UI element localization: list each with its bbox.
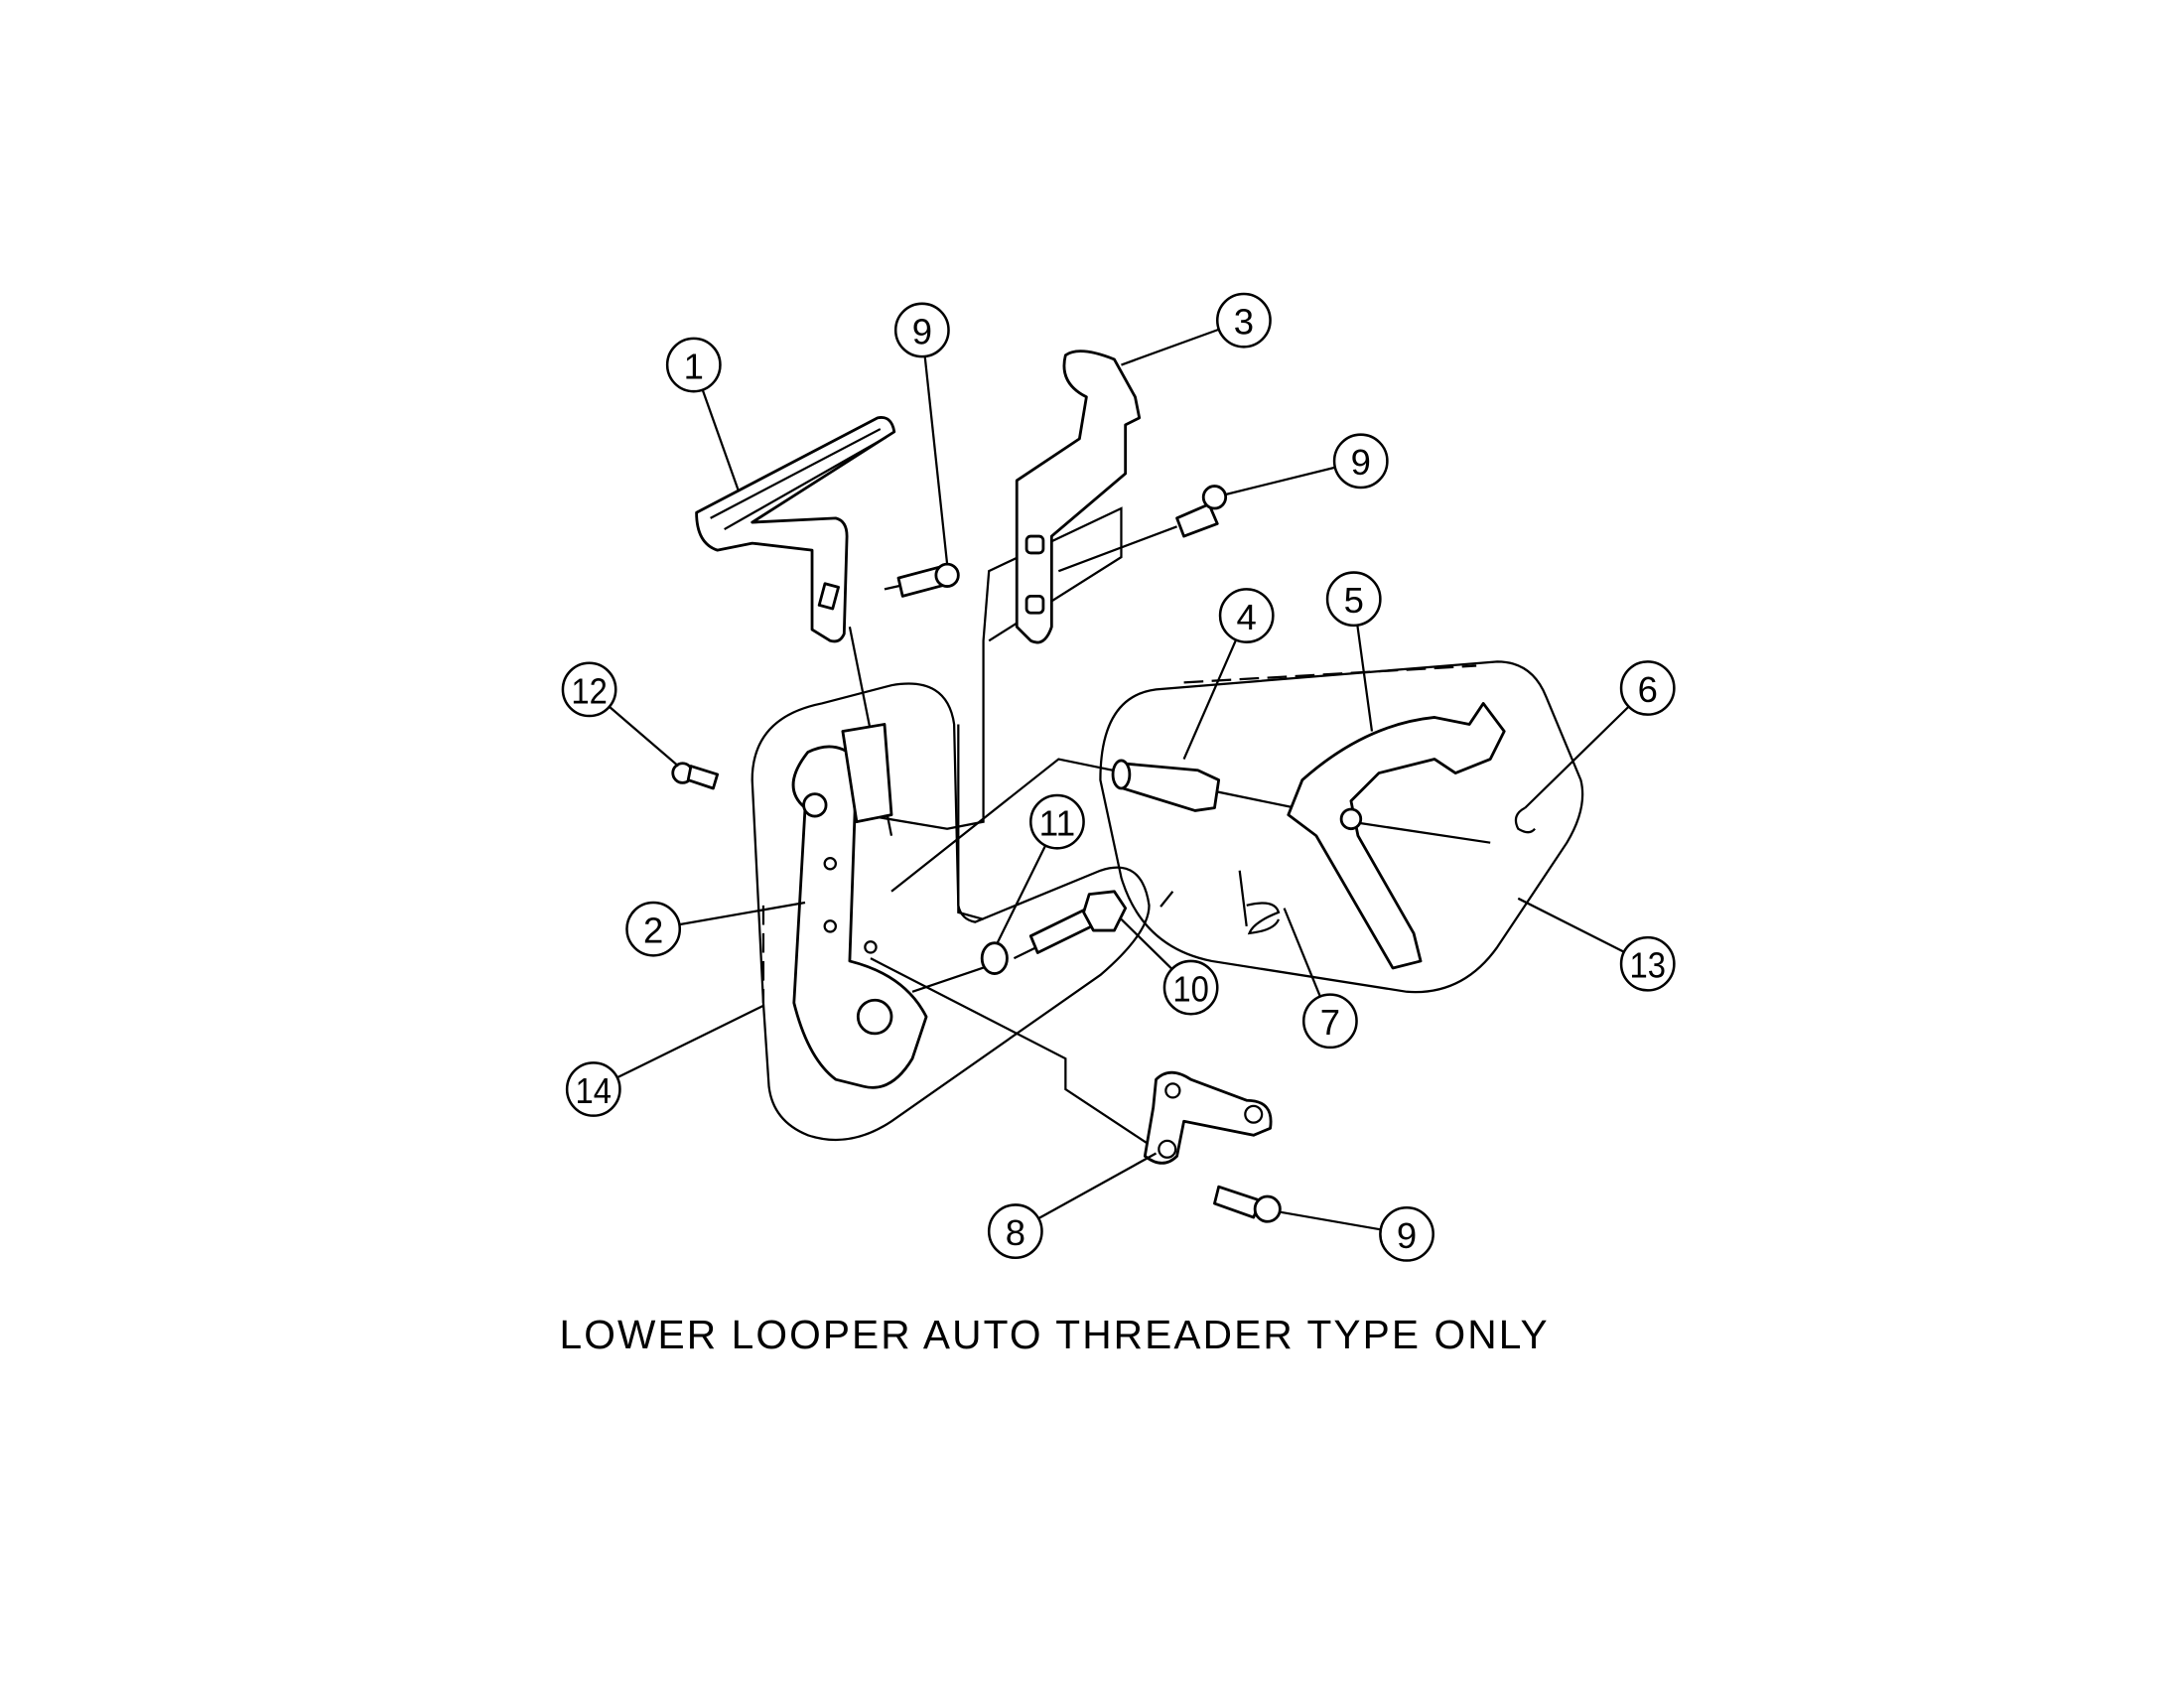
e-ring-part bbox=[1514, 806, 1536, 834]
leader-line bbox=[616, 1004, 764, 1079]
leader-line bbox=[609, 705, 680, 768]
leader-line bbox=[1524, 705, 1630, 809]
callout-number: 5 bbox=[1344, 580, 1364, 621]
callout-circle bbox=[987, 1203, 1043, 1260]
callout-threader-lever: 1 bbox=[665, 337, 722, 393]
callout-circle bbox=[1325, 571, 1382, 628]
leader-line bbox=[679, 901, 806, 926]
callout-number: 9 bbox=[912, 311, 932, 351]
callout-bracket-plate: 8 bbox=[987, 1203, 1043, 1260]
callout-spring: 7 bbox=[1301, 993, 1358, 1050]
link-plate-part bbox=[791, 723, 928, 1089]
callout-number: 9 bbox=[1351, 442, 1371, 483]
callout-link-assembly: 14 bbox=[565, 1061, 621, 1117]
callout-lever-plate: 5 bbox=[1325, 571, 1382, 628]
callout-circle bbox=[625, 901, 682, 957]
leader-line bbox=[923, 355, 949, 565]
callout-circle bbox=[1301, 993, 1358, 1050]
leader-line bbox=[1121, 328, 1220, 366]
callout-circle bbox=[1029, 793, 1085, 850]
diagram-caption: LOWER LOOPER AUTO THREADER TYPE ONLY bbox=[560, 1312, 1550, 1357]
callout-number: 9 bbox=[1397, 1215, 1417, 1256]
leader-line bbox=[1283, 908, 1321, 998]
callout-circle bbox=[893, 302, 950, 358]
callout-circle bbox=[665, 337, 722, 393]
spring-part bbox=[1238, 870, 1281, 935]
callout-circle bbox=[1379, 1205, 1434, 1262]
callout-layer: 1 9 3 9 12 4 5 6 11 2 10 13 7 14 8 9 bbox=[561, 292, 1676, 1262]
guide-line bbox=[1183, 664, 1477, 684]
bracket-plate-part bbox=[1143, 1070, 1273, 1165]
guide-line bbox=[957, 724, 984, 920]
guide-line bbox=[890, 758, 1297, 893]
callout-number: 8 bbox=[1006, 1212, 1025, 1253]
lever-assembly-outline bbox=[1099, 660, 1584, 994]
callout-circle bbox=[1218, 588, 1275, 643]
callout-number: 3 bbox=[1234, 302, 1254, 343]
callout-number: 7 bbox=[1320, 1002, 1340, 1043]
guide-line bbox=[870, 957, 1158, 1151]
callout-number: 4 bbox=[1237, 597, 1257, 637]
hex-bolt-part bbox=[1028, 890, 1128, 954]
guide-line bbox=[821, 506, 1123, 830]
callout-circle bbox=[1162, 959, 1219, 1016]
leader-line bbox=[701, 389, 740, 491]
threader-lever-part bbox=[695, 416, 896, 643]
washer-part bbox=[980, 941, 1009, 975]
guide-line bbox=[1350, 820, 1491, 844]
callout-lever-assembly: 13 bbox=[1619, 935, 1676, 992]
callout-threader-hook-bracket: 3 bbox=[1215, 292, 1272, 349]
link-assembly-outline bbox=[751, 682, 1151, 1142]
callout-number: 14 bbox=[576, 1070, 612, 1111]
leader-line bbox=[1278, 1210, 1381, 1231]
leader-line bbox=[1517, 897, 1625, 953]
callout-number: 6 bbox=[1638, 669, 1658, 710]
callout-screw-right: 9 bbox=[1332, 433, 1389, 490]
screw-part bbox=[1213, 1185, 1282, 1223]
callout-circle bbox=[1619, 935, 1676, 992]
callout-number: 12 bbox=[571, 670, 607, 711]
leader-line bbox=[1356, 625, 1374, 732]
callout-e-ring: 6 bbox=[1619, 660, 1676, 716]
leader-line bbox=[1037, 1152, 1158, 1220]
callout-circle bbox=[1215, 292, 1272, 349]
callout-number: 11 bbox=[1039, 803, 1075, 844]
shaft-pin-part bbox=[1111, 759, 1221, 812]
callout-hex-bolt: 10 bbox=[1162, 959, 1219, 1016]
callout-shaft-pin: 4 bbox=[1218, 588, 1275, 643]
callout-screw-bottom: 9 bbox=[1379, 1205, 1434, 1262]
callout-number: 13 bbox=[1629, 945, 1665, 986]
callout-small-screw: 12 bbox=[561, 661, 617, 718]
callout-number: 1 bbox=[684, 346, 704, 386]
small-screw-part bbox=[671, 762, 720, 790]
callout-number: 10 bbox=[1172, 968, 1208, 1009]
callout-circle bbox=[565, 1061, 621, 1117]
callout-screw-top: 9 bbox=[893, 302, 950, 358]
leader-line bbox=[1120, 918, 1173, 970]
lever-plate-part bbox=[1287, 702, 1506, 970]
guide-line bbox=[761, 891, 1174, 1004]
callout-circle bbox=[561, 661, 617, 718]
callout-number: 2 bbox=[643, 911, 663, 951]
callout-circle bbox=[1619, 660, 1676, 716]
threader-hook-bracket-part bbox=[1015, 350, 1142, 644]
leader-line bbox=[1182, 639, 1238, 760]
screw-part bbox=[896, 562, 960, 598]
leader-line bbox=[1225, 466, 1336, 496]
screw-part bbox=[1175, 485, 1228, 538]
callout-circle bbox=[1332, 433, 1389, 490]
callout-link-plate: 2 bbox=[625, 901, 682, 957]
callout-washer: 11 bbox=[1029, 793, 1085, 850]
leader-line bbox=[996, 845, 1047, 944]
